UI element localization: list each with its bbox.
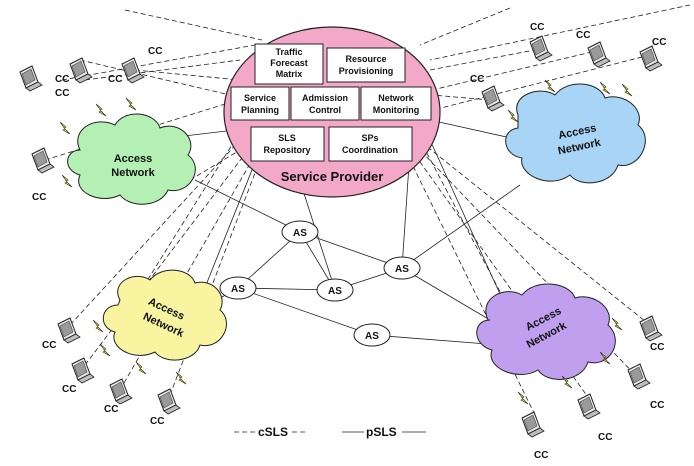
as-node-right[interactable]: AS	[383, 256, 421, 280]
lightning-bolt-icon	[61, 174, 73, 188]
as-label: AS	[395, 264, 409, 275]
lightning-bolt-icon	[135, 361, 147, 375]
lightning-bolt-icon	[544, 79, 556, 93]
box-monitoring-line-1: Network	[378, 93, 415, 103]
box-resource-line-1: Resource	[345, 54, 386, 64]
cc-label: CC	[530, 22, 544, 33]
cc-label: CC	[598, 432, 612, 443]
box-sps-line-1: SPs	[361, 133, 378, 143]
as-label: AS	[293, 228, 307, 239]
cc-terminal-icon[interactable]	[481, 85, 505, 112]
box-sls-line-2: Repository	[263, 145, 310, 155]
as-node-center[interactable]: AS	[316, 278, 354, 302]
as-label: AS	[365, 331, 379, 342]
network-label-green-1: Access	[114, 153, 153, 165]
legend-pSLS-label: pSLS	[366, 425, 397, 439]
cc-terminal-icon[interactable]	[587, 41, 611, 68]
box-traffic-forecast[interactable]: Traffic Forecast Matrix	[254, 43, 324, 85]
cc-label: CC	[576, 30, 590, 41]
cc-label: CC	[62, 384, 76, 395]
cc-terminal-icon[interactable]	[529, 35, 553, 62]
cc-label: CC	[42, 340, 56, 351]
box-sps-coordination[interactable]: SPs Coordination	[328, 126, 413, 162]
cc-terminal-icon[interactable]	[19, 65, 43, 92]
box-sps-line-2: Coordination	[342, 145, 398, 155]
box-sls-line-1: SLS	[278, 133, 296, 143]
cc-label: CC	[55, 88, 69, 99]
cc-label: CC	[104, 404, 118, 415]
lightning-bolt-icon	[175, 371, 187, 385]
cc-terminal-icon[interactable]	[57, 317, 81, 344]
lightning-bolt-icon	[59, 121, 71, 135]
box-admission-line-2: Control	[309, 105, 341, 115]
network-label-green-2: Network	[111, 167, 155, 179]
cc-terminal-icon[interactable]	[31, 147, 55, 174]
cc-terminal-icon[interactable]	[121, 57, 145, 84]
box-monitoring-line-2: Monitoring	[373, 105, 420, 115]
as-node-bottom[interactable]: AS	[353, 323, 391, 347]
lightning-bolt-icon	[95, 103, 107, 117]
service-provider[interactable]: Traffic Forecast Matrix Resource Provisi…	[223, 26, 441, 198]
service-provider-title: Service Provider	[281, 169, 384, 184]
cc-terminal-icon[interactable]	[71, 357, 95, 384]
box-service-line-2: Planning	[241, 105, 279, 115]
cc-terminal-icon[interactable]	[521, 411, 545, 438]
box-sls-repository[interactable]: SLS Repository	[250, 126, 325, 162]
box-service-planning[interactable]: Service Planning	[230, 86, 290, 121]
box-network-monitoring[interactable]: Network Monitoring	[360, 86, 432, 121]
box-traffic-line-1: Traffic	[275, 47, 302, 57]
cc-label: CC	[150, 416, 164, 427]
cc-label: CC	[148, 46, 162, 57]
cc-label: CC	[534, 450, 548, 461]
box-traffic-line-2: Forecast	[270, 58, 308, 68]
as-label: AS	[328, 286, 342, 297]
as-label: AS	[231, 284, 245, 295]
legend-cSLS-label: cSLS	[258, 425, 288, 439]
cc-terminal-icon[interactable]	[577, 393, 601, 420]
cc-label: CC	[650, 342, 664, 353]
cc-label: CC	[108, 74, 122, 85]
box-service-line-1: Service	[244, 93, 276, 103]
cc-label: CC	[470, 74, 484, 85]
cc-terminal-icon[interactable]	[157, 388, 181, 415]
cc-labels: CC CC CC CC CC CC CC CC CC CC CC CC CC C…	[32, 22, 666, 461]
box-admission-control[interactable]: Admission Control	[290, 86, 360, 121]
lightning-bolt-icon	[92, 319, 104, 333]
cc-label: CC	[650, 400, 664, 411]
as-node-left[interactable]: AS	[219, 276, 257, 300]
access-network-yellow[interactable]: Access Network	[102, 269, 227, 361]
cc-label: CC	[652, 37, 666, 48]
as-node-top[interactable]: AS	[281, 220, 319, 244]
legend: cSLS pSLS	[234, 425, 426, 439]
cc-label: CC	[32, 192, 46, 203]
lightning-bolt-icon	[125, 97, 137, 111]
cc-terminal-icon[interactable]	[639, 45, 663, 72]
box-resource-provisioning[interactable]: Resource Provisioning	[326, 47, 406, 83]
box-traffic-line-3: Matrix	[276, 69, 303, 79]
access-network-green[interactable]: Access Network	[67, 113, 196, 205]
lightning-bolt-icon	[611, 317, 623, 331]
lightning-bolt-icon	[621, 83, 633, 97]
cc-terminal-icon[interactable]	[627, 363, 651, 390]
box-resource-line-2: Provisioning	[339, 66, 394, 76]
box-admission-line-1: Admission	[302, 93, 348, 103]
access-network-blue[interactable]: Access Network	[505, 83, 646, 184]
cc-label: CC	[55, 74, 69, 85]
access-network-purple[interactable]: Access Network	[476, 283, 616, 380]
lightning-bolt-icon	[99, 343, 111, 357]
cc-terminal-icon[interactable]	[109, 378, 133, 405]
